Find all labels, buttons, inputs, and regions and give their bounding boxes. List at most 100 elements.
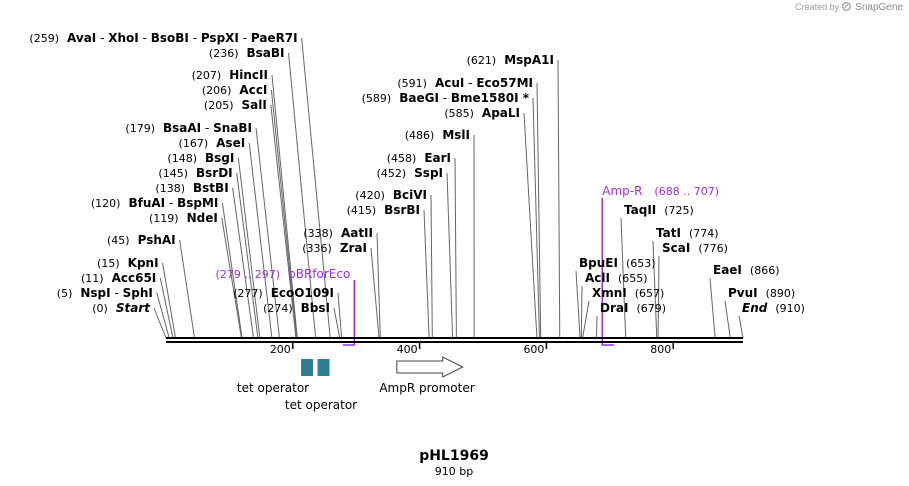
leader-line <box>162 262 177 339</box>
enzyme-name: PvuI <box>728 286 758 300</box>
site-coordinate: (415) <box>347 204 377 217</box>
leader-line <box>580 285 583 339</box>
enzyme-separator: - <box>201 121 213 135</box>
site-label-text: (259)AvaI - XhoI - BsoBI - PspXI - PaeR7… <box>29 31 297 45</box>
primer-bind-mark-pbrforeco <box>342 280 356 346</box>
site-coordinate: (45) <box>107 234 130 247</box>
site-label-text: (145) BsrDI <box>158 166 232 180</box>
leader-line <box>301 37 331 339</box>
leader-line <box>270 89 298 339</box>
site-label-bsgi: (148)BsgI <box>167 151 234 165</box>
site-label-text: (45) PshAI <box>107 233 176 247</box>
site-label-nspi: (5)NspI - SphI <box>57 286 153 300</box>
enzyme-name: End <box>742 301 768 315</box>
enzyme-name: XmnI <box>592 286 627 300</box>
leader-line <box>370 247 380 339</box>
leader-line <box>446 172 454 339</box>
site-label-text: (207)HincII <box>192 68 268 82</box>
enzyme-name: XhoI <box>108 31 139 45</box>
site-label-ndei: (119) NdeI <box>149 211 218 225</box>
site-label-text: (458)EarI <box>387 151 451 165</box>
enzyme-separator: - <box>165 196 177 210</box>
enzyme-name: HincII <box>229 68 268 82</box>
site-label-text: (591)AcuI - Eco57MI <box>397 76 533 90</box>
site-label-pvui: PvuI (890) <box>728 286 795 300</box>
site-label-start: (0) Start <box>92 301 151 315</box>
site-label-msli: (486)MslI <box>405 128 470 142</box>
primer-label-pbrforeco: (279 .. 297)pBRforEco <box>216 267 351 281</box>
site-label-taqii: TaqII(725) <box>624 203 694 217</box>
site-coordinate: (120) <box>91 197 121 210</box>
ruler-tick-label: 600 <box>523 343 544 356</box>
site-label-text: TatI(774) <box>656 226 719 240</box>
enzyme-name: NdeI <box>187 211 218 225</box>
enzyme-name: BciVI <box>393 188 427 202</box>
enzyme-name: BbsI <box>301 301 330 315</box>
site-coordinate: (585) <box>444 107 474 120</box>
enzyme-name: ZraI <box>340 241 367 255</box>
leader-line <box>179 239 196 339</box>
enzyme-name: Bme1580I * <box>451 91 530 105</box>
site-coordinate: (866) <box>750 264 780 277</box>
enzyme-name: EaeI <box>713 263 742 277</box>
site-label-eari: (458)EarI <box>387 151 451 165</box>
enzyme-separator: - <box>464 76 476 90</box>
enzyme-separator: - <box>439 91 451 105</box>
enzyme-name: SalI <box>242 98 267 112</box>
site-label-bsrdi: (145) BsrDI <box>158 166 232 180</box>
site-label-text: TaqII(725) <box>624 203 694 217</box>
leader-line <box>153 307 167 339</box>
enzyme-name: Acc65I <box>112 271 157 285</box>
leader-line <box>657 255 660 339</box>
site-label-bfuai: (120)BfuAI - BspMI <box>91 196 219 210</box>
site-coordinate: (119) <box>149 212 179 225</box>
leader-line <box>236 172 259 339</box>
enzyme-name: Start <box>116 301 151 315</box>
site-label-text: (274)BbsI <box>263 301 330 315</box>
leader-line <box>620 217 627 339</box>
site-label-text: (589)BaeGI - Bme1580I * <box>362 91 530 105</box>
site-label-text: (167)AseI <box>179 136 246 150</box>
leader-line <box>582 300 590 339</box>
leader-line <box>333 307 341 339</box>
site-label-text: (338)AatII <box>303 226 373 240</box>
site-coordinate: (890) <box>766 287 796 300</box>
site-label-text: (15)KpnI <box>97 256 159 270</box>
enzyme-name: DraI <box>600 301 628 315</box>
site-coordinate: (205) <box>204 99 234 112</box>
site-coordinate: (15) <box>97 257 120 270</box>
primer-bind-mark-amp-r <box>601 198 615 346</box>
site-label-ecoo109i: (277)EcoO109I <box>233 286 334 300</box>
site-coordinate: (458) <box>387 152 417 165</box>
leader-line <box>532 97 540 339</box>
site-label-text: (138)BstBI <box>155 181 228 195</box>
site-label-pshai: (45) PshAI <box>107 233 176 247</box>
enzyme-name: BsrDI <box>196 166 233 180</box>
enzyme-separator: - <box>189 31 201 45</box>
site-coordinate: (11) <box>81 272 104 285</box>
site-label-text: EaeI (866) <box>713 263 780 277</box>
site-label-drai: DraI(679) <box>600 301 666 315</box>
site-coordinate: (206) <box>202 84 232 97</box>
enzyme-name: PshAI <box>138 233 176 247</box>
leader-line <box>255 127 280 339</box>
enzyme-name: TatI <box>656 226 681 240</box>
leader-line <box>738 315 744 339</box>
enzyme-name: AseI <box>216 136 245 150</box>
site-label-bcivi: (420)BciVI <box>355 188 427 202</box>
site-label-text: (205) SalI <box>204 98 267 112</box>
leader-line <box>337 292 343 339</box>
ruler-tick-label: 400 <box>397 343 418 356</box>
enzyme-name: MspA1I <box>504 53 554 67</box>
site-label-text: (621)MspA1I <box>467 53 554 67</box>
leader-line <box>536 82 542 339</box>
leader-line <box>724 300 731 339</box>
site-label-tati: TatI(774) <box>656 226 719 240</box>
site-coordinate: (5) <box>57 287 73 300</box>
site-coordinate: (0) <box>92 302 108 315</box>
site-coordinate: (145) <box>158 167 188 180</box>
enzyme-name: ApaLI <box>482 106 520 120</box>
leader-line <box>271 74 298 339</box>
site-coordinate: (259) <box>29 32 59 45</box>
